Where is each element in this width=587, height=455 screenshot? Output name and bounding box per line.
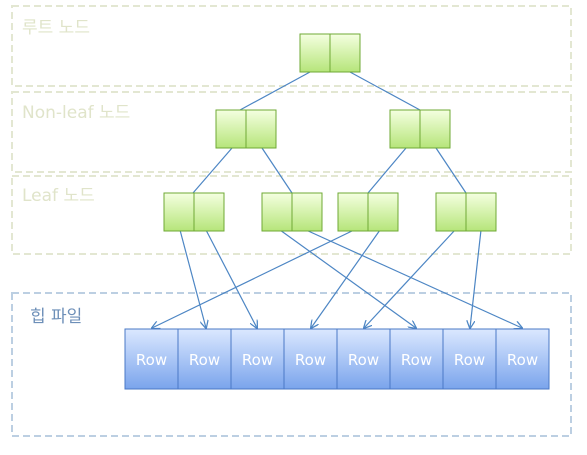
heap-row-8-label: Row	[507, 351, 538, 369]
nonleaf-level-label: Non-leaf 노드	[22, 103, 130, 123]
edge-root-nonleaf-right	[349, 71, 421, 111]
leaf-level-band	[11, 175, 572, 255]
edge-nonleaf-leaf-3	[367, 147, 407, 194]
pointer-leaf3-a	[152, 229, 355, 328]
leaf-node-3	[337, 192, 399, 232]
nonleaf-left-key-2	[245, 109, 277, 149]
leaf-4-key-2	[465, 192, 497, 232]
heap-row-6-label: Row	[401, 351, 432, 369]
heap-row-4-box	[283, 328, 338, 390]
heap-row-6: Row	[389, 328, 444, 390]
nonleaf-node-right	[389, 109, 451, 149]
nonleaf-right-key-1	[389, 109, 421, 149]
leaf-2-key-2	[291, 192, 323, 232]
heap-row-8: Row	[495, 328, 550, 390]
leaf-node-2	[261, 192, 323, 232]
root-node	[299, 33, 361, 73]
tree-edges	[192, 71, 467, 194]
leaf-3-key-1	[337, 192, 369, 232]
root-node-key-2	[329, 33, 361, 73]
heap-file-label: 힙 파일	[30, 307, 82, 327]
pointer-leaf1-a	[179, 229, 206, 328]
heap-row-5-box	[336, 328, 391, 390]
heap-row-8-box	[495, 328, 550, 390]
root-level-band	[11, 5, 572, 87]
heap-row-5-label: Row	[348, 351, 379, 369]
heap-row-2: Row	[177, 328, 232, 390]
heap-row-2-label: Row	[189, 351, 220, 369]
edge-root-nonleaf-left	[239, 71, 311, 111]
leaf-3-key-2	[367, 192, 399, 232]
leaf-node-4	[435, 192, 497, 232]
heap-row-3: Row	[230, 328, 285, 390]
heap-row-3-box	[230, 328, 285, 390]
nonleaf-right-key-2	[419, 109, 451, 149]
edge-nonleaf-leaf-4	[435, 147, 467, 194]
pointer-leaf4-a	[364, 229, 456, 328]
heap-row-7-box	[442, 328, 497, 390]
root-node-key-1	[299, 33, 331, 73]
heap-row-5: Row	[336, 328, 391, 390]
leaf-1-key-2	[193, 192, 225, 232]
leaf-2-key-1	[261, 192, 293, 232]
pointer-leaf2-a	[279, 229, 416, 328]
leaf-4-key-1	[435, 192, 467, 232]
leaf-node-1	[163, 192, 225, 232]
heap-row-4-label: Row	[295, 351, 326, 369]
root-level-label: 루트 노드	[22, 18, 90, 38]
heap-file-band	[11, 292, 572, 437]
nonleaf-node-left	[215, 109, 277, 149]
nonleaf-left-key-1	[215, 109, 247, 149]
pointer-leaf1-b	[205, 229, 257, 328]
heap-rows: Row Row Row Row Row Row Row Row	[124, 328, 550, 390]
row-pointers	[152, 229, 522, 328]
heap-row-2-box	[177, 328, 232, 390]
pointer-leaf2-b	[305, 229, 522, 328]
heap-row-7-label: Row	[454, 351, 485, 369]
edge-nonleaf-leaf-1	[192, 147, 233, 194]
heap-row-1-label: Row	[136, 351, 167, 369]
pointer-leaf3-b	[311, 229, 381, 328]
leaf-level-label: Leaf 노드	[22, 186, 95, 206]
heap-row-1: Row	[124, 328, 179, 390]
pointer-leaf4-b	[470, 229, 482, 328]
nonleaf-level-band	[11, 91, 572, 173]
leaf-1-key-1	[163, 192, 195, 232]
heap-row-4: Row	[283, 328, 338, 390]
edge-nonleaf-leaf-2	[261, 147, 293, 194]
heap-row-3-label: Row	[242, 351, 273, 369]
heap-row-7: Row	[442, 328, 497, 390]
heap-row-6-box	[389, 328, 444, 390]
